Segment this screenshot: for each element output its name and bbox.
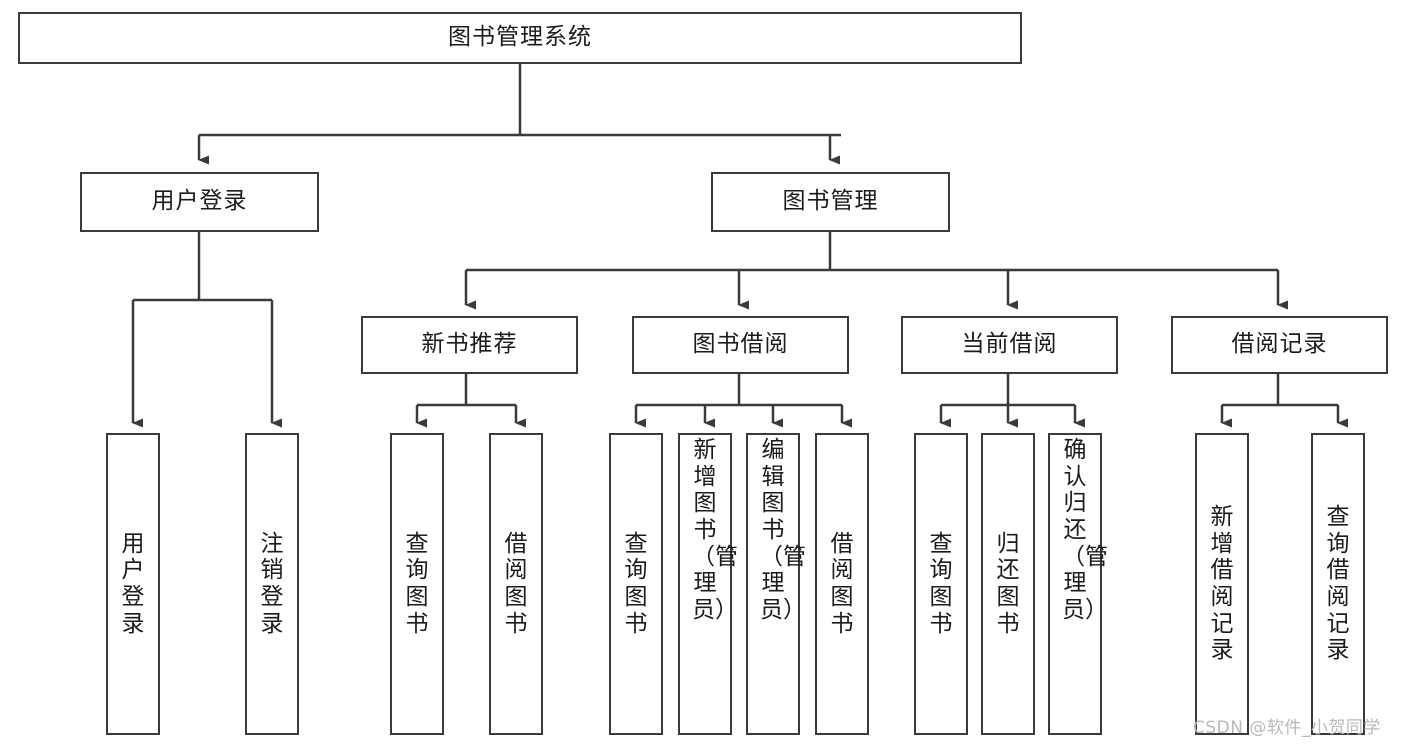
node-borrow-record-label: 借阅记录 [1231, 331, 1328, 358]
leaf-inner: 新增借阅记录 [1197, 435, 1247, 733]
leaf-inner: 查询借阅记录 [1313, 435, 1363, 733]
node-leaf-borrow-edit-book-label: 编辑图书（管理员） [760, 437, 806, 624]
node-user-login-label: 用户登录 [151, 188, 248, 215]
node-leaf-borrow-borrow-book[interactable]: 借阅图书 [815, 433, 869, 735]
node-leaf-user-login-login[interactable]: 用户登录 [106, 433, 160, 735]
node-leaf-borrow-borrow-book-label: 借阅图书 [830, 530, 854, 637]
node-leaf-current-confirm-return[interactable]: 确认归还（管理员） [1048, 433, 1108, 735]
node-leaf-record-query-record-label: 查询借阅记录 [1326, 503, 1350, 664]
node-borrow-record[interactable]: 借阅记录 [1171, 316, 1388, 374]
node-book-management-label: 图书管理 [782, 188, 879, 215]
leaf-inner: 查询图书 [392, 435, 442, 733]
node-leaf-user-login-logout-label: 注销登录 [260, 530, 284, 637]
node-book-borrow-label: 图书借阅 [692, 331, 789, 358]
node-current-borrow[interactable]: 当前借阅 [901, 316, 1118, 374]
node-current-borrow-label: 当前借阅 [961, 331, 1058, 358]
leaf-inner: 确认归还（管理员） [1050, 433, 1108, 735]
leaf-inner: 用户登录 [108, 435, 158, 733]
node-leaf-borrow-add-book-label: 新增图书（管理员） [692, 437, 738, 624]
node-leaf-user-login-login-label: 用户登录 [121, 530, 145, 637]
leaf-inner: 注销登录 [247, 435, 297, 733]
node-leaf-newbook-borrow-book-label: 借阅图书 [504, 530, 528, 637]
node-leaf-borrow-edit-book[interactable]: 编辑图书（管理员） [746, 433, 806, 735]
node-leaf-current-confirm-return-label: 确认归还（管理员） [1062, 437, 1108, 624]
node-leaf-newbook-borrow-book[interactable]: 借阅图书 [489, 433, 543, 735]
node-leaf-current-return-book[interactable]: 归还图书 [981, 433, 1035, 735]
leaf-inner: 新增图书（管理员） [680, 433, 738, 735]
leaf-inner: 查询图书 [611, 435, 661, 733]
node-leaf-newbook-query-book[interactable]: 查询图书 [390, 433, 444, 735]
node-book-borrow[interactable]: 图书借阅 [632, 316, 849, 374]
leaf-inner: 借阅图书 [817, 435, 867, 733]
node-leaf-current-query-book[interactable]: 查询图书 [914, 433, 968, 735]
node-leaf-current-return-book-label: 归还图书 [996, 530, 1020, 637]
node-new-book-recommend[interactable]: 新书推荐 [361, 316, 578, 374]
node-leaf-borrow-query-book-label: 查询图书 [624, 530, 648, 637]
leaf-inner: 归还图书 [983, 435, 1033, 733]
node-leaf-newbook-query-book-label: 查询图书 [405, 530, 429, 637]
node-leaf-record-query-record[interactable]: 查询借阅记录 [1311, 433, 1365, 735]
node-leaf-borrow-query-book[interactable]: 查询图书 [609, 433, 663, 735]
leaf-inner: 借阅图书 [491, 435, 541, 733]
node-leaf-record-add-record[interactable]: 新增借阅记录 [1195, 433, 1249, 735]
node-user-login[interactable]: 用户登录 [80, 172, 319, 232]
node-new-book-recommend-label: 新书推荐 [421, 331, 518, 358]
node-leaf-borrow-add-book[interactable]: 新增图书（管理员） [678, 433, 738, 735]
node-leaf-user-login-logout[interactable]: 注销登录 [245, 433, 299, 735]
node-root-book-management-system[interactable]: 图书管理系统 [18, 12, 1022, 64]
node-root-label: 图书管理系统 [448, 24, 592, 51]
leaf-inner: 查询图书 [916, 435, 966, 733]
leaf-inner: 编辑图书（管理员） [748, 433, 806, 735]
node-book-management[interactable]: 图书管理 [711, 172, 950, 232]
node-leaf-current-query-book-label: 查询图书 [929, 530, 953, 637]
csdn-watermark: CSDN @软件_小贺同学 [1193, 718, 1381, 738]
node-leaf-record-add-record-label: 新增借阅记录 [1210, 503, 1234, 664]
